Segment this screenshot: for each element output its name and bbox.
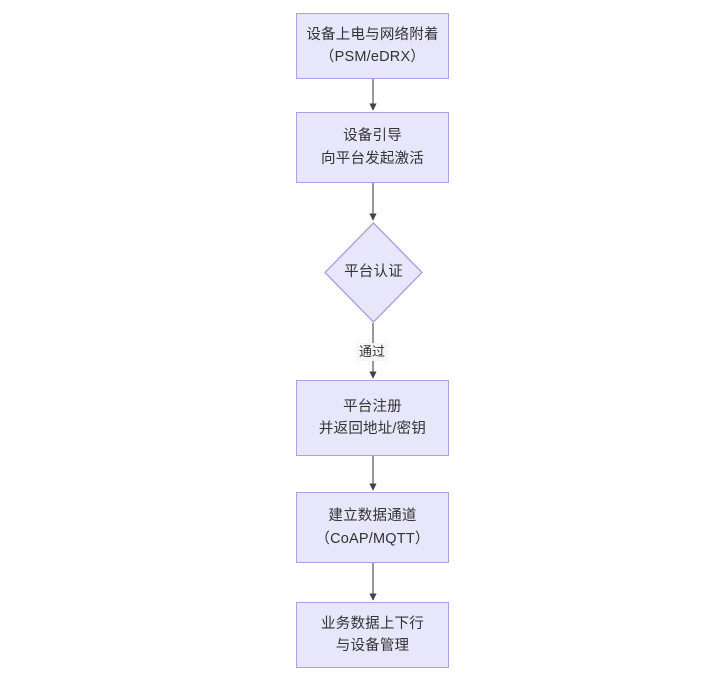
flow-node-device-bootstrap[interactable]: 设备引导 向平台发起激活	[296, 112, 449, 183]
flow-node-label: 业务数据上下行 与设备管理	[321, 615, 424, 654]
flow-node-data-channel[interactable]: 建立数据通道 （CoAP/MQTT）	[296, 492, 449, 563]
flow-node-device-power-on[interactable]: 设备上电与网络附着 （PSM/eDRX）	[296, 13, 449, 79]
flow-node-label: 建立数据通道 （CoAP/MQTT）	[315, 508, 430, 547]
flow-node-business-data[interactable]: 业务数据上下行 与设备管理	[296, 602, 449, 668]
flow-node-platform-auth-decision[interactable]: 平台认证	[324, 222, 423, 323]
flow-node-platform-register[interactable]: 平台注册 并返回地址/密钥	[296, 380, 449, 456]
flow-node-label: 平台注册 并返回地址/密钥	[318, 398, 427, 437]
diamond-shape	[324, 222, 423, 323]
edge-label-pass: 通过	[356, 343, 389, 361]
flow-node-label: 设备引导 向平台发起激活	[321, 128, 424, 167]
flow-node-label: 平台认证	[344, 264, 403, 281]
flow-node-label: 设备上电与网络附着 （PSM/eDRX）	[306, 26, 439, 65]
